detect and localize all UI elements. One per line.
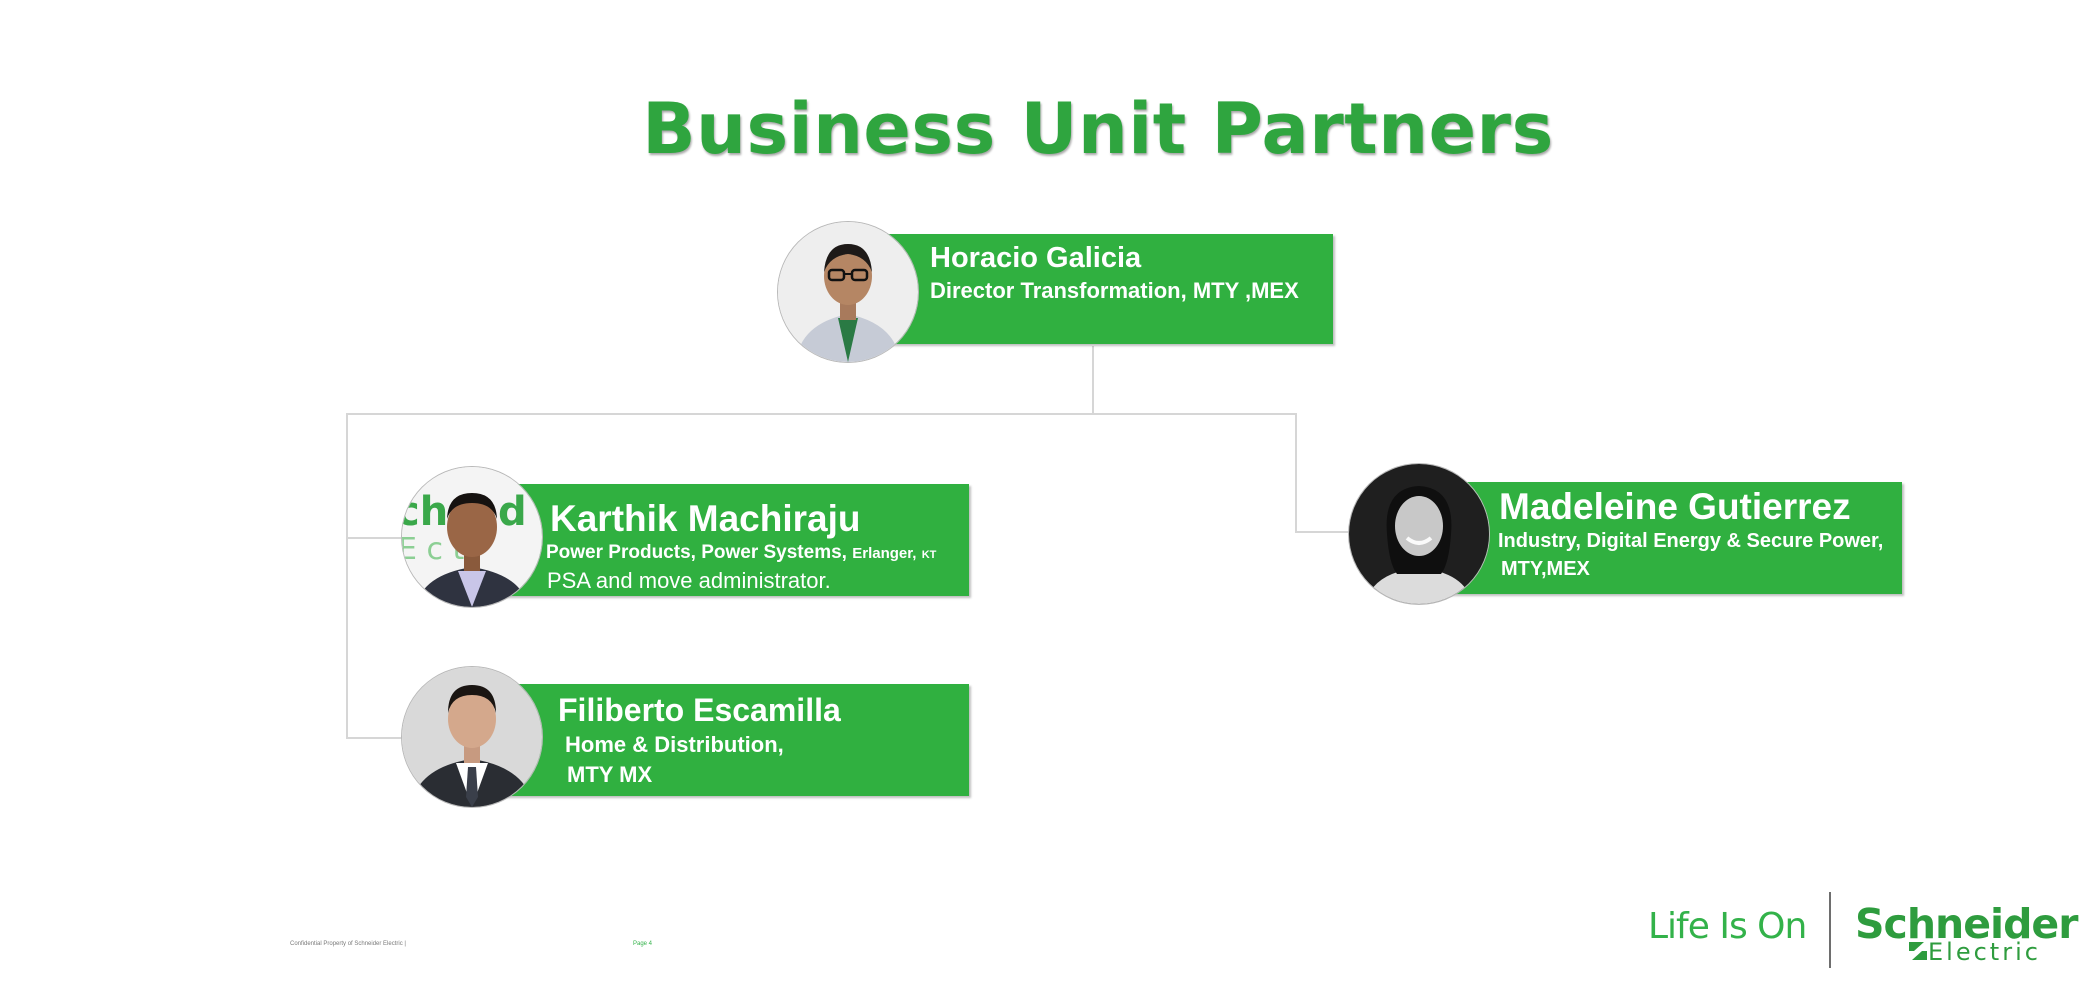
page-number: Page 4 — [633, 941, 653, 947]
director-card: Horacio Galicia Director Transformation,… — [865, 234, 1333, 344]
director-name: Horacio Galicia — [930, 242, 1142, 274]
connector-right-vertical — [1295, 413, 1297, 533]
brand-bottom: Electric — [1928, 938, 2041, 966]
director-role: Director Transformation, MTY ,MEX — [930, 278, 1299, 303]
madeleine-card: Madeleine Gutierrez Industry, Digital En… — [1445, 482, 1902, 594]
madeleine-name: Madeleine Gutierrez — [1499, 486, 1851, 527]
karthik-name: Karthik Machiraju — [550, 498, 861, 539]
karthik-card: Karthik Machiraju Power Products, Power … — [497, 484, 969, 596]
filiberto-name: Filiberto Escamilla — [558, 692, 841, 728]
page-title: Business Unit Partners — [642, 88, 1554, 170]
connector-horizontal — [346, 413, 1296, 415]
karthik-role-tiny: KT — [921, 549, 937, 561]
madeleine-avatar — [1349, 464, 1489, 604]
director-avatar — [778, 222, 918, 362]
karthik-avatar: chn d E c t — [402, 467, 542, 607]
svg-text:d: d — [498, 489, 527, 535]
logo-divider — [1829, 892, 1831, 968]
brand-symbol-icon — [1909, 942, 1927, 960]
filiberto-card: Filiberto Escamilla Home & Distribution,… — [497, 684, 969, 796]
connector-to-karthik — [346, 537, 402, 539]
tagline: Life Is On — [1648, 906, 1807, 947]
karthik-role-main: Power Products, Power Systems, — [546, 542, 847, 563]
confidential-note: Confidential Property of Schneider Elect… — [290, 941, 406, 947]
filiberto-role-line2: MTY MX — [567, 762, 653, 787]
brand-top: Schneider — [1855, 900, 2078, 948]
karthik-role: Power Products, Power Systems, Erlanger,… — [546, 542, 936, 564]
karthik-role-small: Erlanger, — [852, 545, 917, 562]
filiberto-avatar — [402, 667, 542, 807]
connector-to-madeleine — [1295, 531, 1350, 533]
karthik-role-line2: PSA and move administrator. — [547, 568, 831, 593]
madeleine-role-line1: Industry, Digital Energy & Secure Power, — [1498, 530, 1884, 552]
connector-left-vertical — [346, 413, 348, 739]
connector-to-filiberto — [346, 737, 402, 739]
connector-director-down — [1092, 346, 1094, 414]
madeleine-role-line2: MTY,MEX — [1501, 558, 1590, 580]
filiberto-role-line1: Home & Distribution, — [565, 732, 784, 757]
